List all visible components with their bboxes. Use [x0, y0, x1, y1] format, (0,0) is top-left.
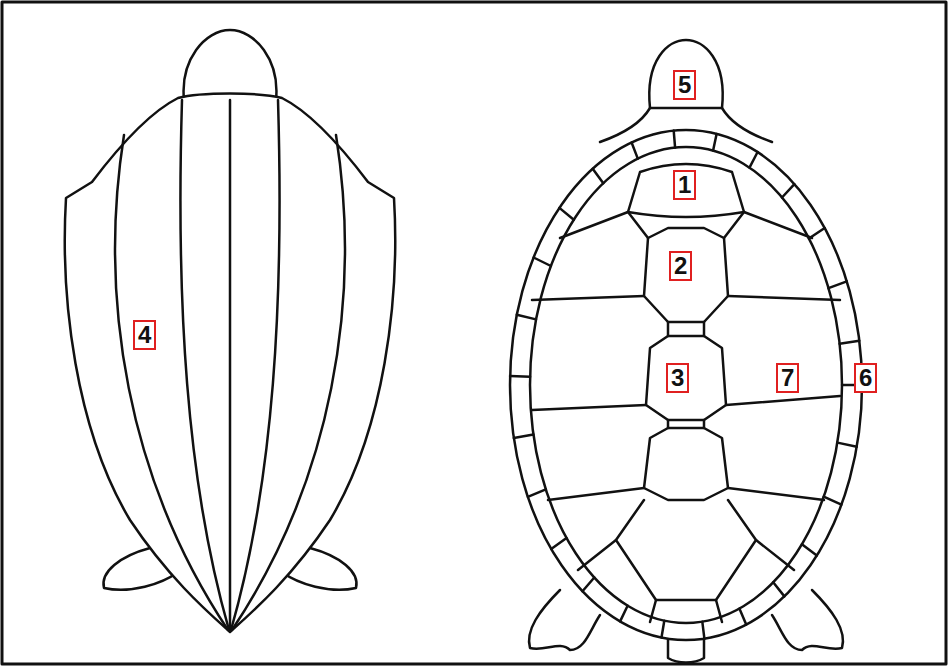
callout-number: 6 [854, 363, 877, 393]
callout-number: 5 [673, 70, 696, 100]
callout-number: 7 [776, 363, 799, 393]
marginal-scute-line [534, 258, 551, 267]
leatherback-shell [65, 30, 395, 632]
marginal-scute-line [510, 375, 530, 378]
marginal-scute-line [528, 489, 546, 497]
marginal-scute-line [702, 622, 704, 639]
marginal-scute-line [551, 538, 566, 549]
marginal-scute-line [593, 169, 604, 184]
marginal-scute-line [583, 578, 595, 592]
callout-number: 2 [669, 251, 692, 281]
marginal-scute-line [662, 621, 665, 638]
callout-number: 4 [133, 320, 156, 350]
callout-number: 1 [673, 170, 696, 200]
marginal-scute-line [773, 582, 784, 596]
marginal-scute-line [559, 208, 573, 220]
marginal-scute-line [514, 435, 534, 439]
marginal-scute-line [674, 131, 675, 148]
marginal-scute-line [517, 315, 536, 320]
marginal-scute-line [802, 544, 817, 555]
marginal-scute-line [750, 152, 758, 168]
marginal-scute-line [840, 341, 860, 344]
hard-shell-turtle [510, 40, 862, 663]
marginal-scute-line [829, 281, 847, 288]
marginal-scute-line [713, 134, 717, 151]
marginal-scute-line [632, 143, 638, 159]
marginal-scute-line [824, 497, 842, 505]
marginal-scute-line [620, 606, 628, 622]
marginal-scute-line [782, 184, 794, 197]
marginal-scute-line [837, 443, 856, 447]
callout-number: 3 [666, 363, 689, 393]
marginal-scute-line [739, 609, 746, 625]
